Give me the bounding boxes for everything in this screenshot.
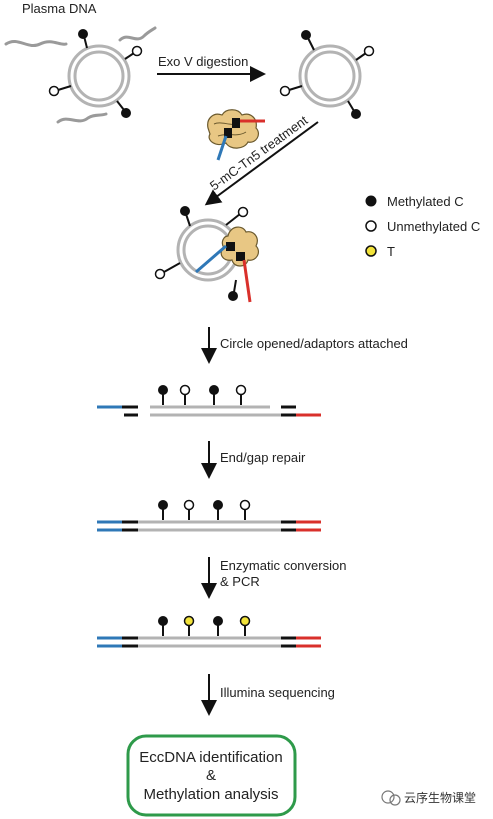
step-label-enzymatic-conversion: Enzymatic conversion xyxy=(220,558,346,573)
unmethylated-c-marker xyxy=(363,45,375,57)
step-label-illumina: Illumina sequencing xyxy=(220,685,335,700)
tagmentation-circle-dna xyxy=(154,206,260,303)
linear-dna-with-adaptors-1 xyxy=(97,384,321,417)
legend-methylated-label: Methylated C xyxy=(387,194,464,209)
methylated-c-marker xyxy=(213,616,223,626)
methylated-c-marker xyxy=(228,291,238,301)
step-label-pcr: & PCR xyxy=(220,574,260,589)
legend-unmethylated-marker xyxy=(365,220,377,232)
linear-dna-converted xyxy=(97,615,321,648)
unmethylated-c-marker xyxy=(235,384,247,396)
result-line-1: EccDNA identification xyxy=(139,749,282,766)
methylated-c-marker xyxy=(78,29,88,39)
purified-circle-dna xyxy=(279,30,375,119)
methylated-c-marker xyxy=(351,109,361,119)
methylated-c-marker xyxy=(121,108,131,118)
methylated-c-marker xyxy=(158,500,168,510)
tn5-transposase-icon xyxy=(207,109,265,161)
legend-t-marker xyxy=(365,245,377,257)
plasma-dna-label: Plasma DNA xyxy=(22,1,97,16)
result-line-3: Methylation analysis xyxy=(143,786,278,803)
linear-dna-fragments xyxy=(4,26,157,124)
step-label-end-gap-repair: End/gap repair xyxy=(220,450,306,465)
wechat-icon xyxy=(381,790,395,804)
watermark-text: 云序生物课堂 xyxy=(404,790,476,805)
unmethylated-c-marker xyxy=(48,85,60,97)
unmethylated-c-marker xyxy=(237,206,249,218)
legend-unmethylated-label: Unmethylated C xyxy=(387,219,480,234)
step-label-circle-opened: Circle opened/adaptors attached xyxy=(220,336,408,351)
legend: Methylated C Unmethylated C T xyxy=(365,194,480,259)
methylated-c-marker xyxy=(301,30,311,40)
result-box: EccDNA identification & Methylation anal… xyxy=(126,734,297,817)
t-base-marker xyxy=(239,615,251,627)
methylated-c-marker xyxy=(213,500,223,510)
watermark: 云序生物课堂 xyxy=(381,790,476,806)
exo-v-label: Exo V digestion xyxy=(158,54,248,69)
unmethylated-c-marker xyxy=(279,85,291,97)
unmethylated-c-marker xyxy=(131,45,143,57)
unmethylated-c-marker xyxy=(179,384,191,396)
unmethylated-c-marker xyxy=(183,499,195,511)
methylated-c-marker xyxy=(158,616,168,626)
result-line-2: & xyxy=(206,767,216,784)
legend-methylated-marker xyxy=(365,195,377,207)
unmethylated-c-marker xyxy=(239,499,251,511)
plasma-circle-dna xyxy=(48,29,143,118)
unmethylated-c-marker xyxy=(154,268,166,280)
methylated-c-marker xyxy=(180,206,190,216)
linear-dna-repaired xyxy=(97,499,321,532)
tn5-treatment-arrow xyxy=(204,121,319,206)
legend-t-label: T xyxy=(387,244,395,259)
methylated-c-marker xyxy=(209,385,219,395)
methylated-c-marker xyxy=(158,385,168,395)
t-base-marker xyxy=(183,615,195,627)
